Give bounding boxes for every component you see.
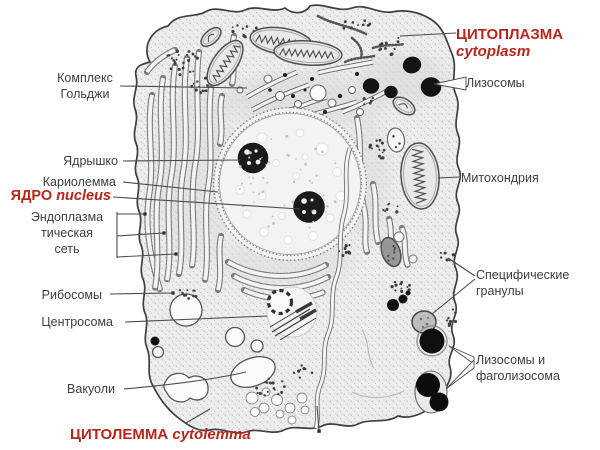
mitochondrion: [200, 26, 222, 48]
label-mitochondrion: Митохондрия: [461, 171, 539, 185]
mitochondrion: [392, 96, 416, 116]
label-golgi-line1: Комплекс: [57, 71, 113, 85]
leader-er-bracket: [116, 212, 178, 258]
mitochondrion: [273, 40, 343, 66]
leader-golgi: [119, 85, 248, 89]
label-vacuoles: Вакуоли: [67, 382, 115, 396]
label-nucleus-en: nucleus: [56, 188, 111, 204]
label-cytoplasm: ЦИТОПЛАЗМА cytoplasm: [456, 26, 563, 60]
bottom-vesicle-cluster: [245, 387, 310, 425]
label-cytolemma-en: cytolemma: [172, 426, 251, 443]
dense-granule: [150, 336, 160, 346]
leader-mitochondrion: [437, 176, 460, 179]
mitochondrion: [206, 39, 244, 87]
label-ribosomes: Рибосомы: [41, 288, 102, 302]
label-nucleolus: Ядрышко: [63, 154, 118, 168]
nucleolus-upper: [237, 142, 269, 174]
label-golgi-line2: Гольджи: [60, 87, 110, 101]
leader-centrosome: [124, 315, 268, 323]
label-er-line1: Эндоплазма: [30, 210, 104, 224]
label-karyolemma: Кариолемма: [42, 175, 116, 189]
right-lobe-creases: [351, 329, 405, 399]
ribosome-speckles: [166, 19, 458, 397]
mitochondria: [200, 26, 440, 268]
leader-lysophago-wedge-1: [448, 345, 475, 365]
label-cytoplasm-ru: ЦИТОПЛАЗМА: [456, 26, 564, 43]
leader-cytolemma-stub: [316, 405, 321, 433]
nucleolus-lower: [293, 191, 325, 223]
label-specific-granules-line2: гранулы: [476, 284, 524, 298]
centriole-microtubules: [269, 301, 317, 341]
label-lysophago-line2: фаголизосома: [476, 369, 560, 383]
leader-cytoplasm: [399, 32, 457, 37]
phagolysosome: [414, 370, 449, 414]
vacuoles-group: [151, 293, 276, 403]
label-lysosomes-phagolysosome: Лизосомы и фаголизосома: [476, 352, 560, 384]
mitochondrion: [380, 236, 402, 268]
label-lysophago-line1: Лизосомы и: [476, 353, 546, 367]
lysosome-large: [416, 325, 448, 357]
label-centrosome: Центросома: [41, 315, 113, 329]
label-specific-granules-line1: Специфические: [476, 268, 570, 282]
leader-nucleolus: [122, 159, 241, 162]
leader-vacuoles: [123, 371, 247, 390]
label-nucleus: ЯДРО nucleus: [0, 188, 111, 205]
label-er-line3: сеть: [54, 242, 80, 256]
mitochondrion: [400, 142, 440, 210]
label-cytolemma-ru: ЦИТОЛЕММА: [70, 426, 169, 443]
label-er-line2: тическая: [41, 226, 93, 240]
label-specific-granules: Специфические гранулы: [476, 267, 569, 299]
cytolemma-cleft: [313, 147, 353, 429]
leader-cytolemma: [185, 408, 211, 424]
leader-nucleus: [112, 196, 301, 210]
golgi-granule-dots: [268, 72, 359, 114]
leader-lines: [109, 32, 476, 433]
leader-specific-granules-2: [431, 278, 476, 315]
leader-lysosomes-wedge: [433, 76, 467, 91]
label-nucleus-ru: ЯДРО: [10, 188, 53, 204]
golgi-vesicles: [236, 74, 364, 116]
membrane-fragments: [316, 14, 406, 64]
lysosomes-group: [362, 56, 442, 99]
leader-specific-granules-1: [447, 257, 476, 277]
label-er: Эндоплазма тическая сеть: [30, 209, 104, 257]
label-cytolemma: ЦИТОЛЕММА cytolemma: [70, 426, 251, 443]
label-golgi: Комплекс Гольджи: [52, 70, 118, 102]
leader-lysophago-wedge-2: [445, 358, 475, 390]
nucleus: [213, 107, 367, 261]
multivesicular-body: [386, 127, 406, 153]
label-cytoplasm-en: cytoplasm: [456, 43, 531, 60]
leader-karyolemma: [122, 181, 219, 193]
leader-ribosomes: [109, 291, 175, 295]
centrosome: [266, 286, 318, 341]
right-lobe-vesicles: [393, 231, 418, 264]
label-lysosomes: Лизосомы: [466, 76, 525, 90]
